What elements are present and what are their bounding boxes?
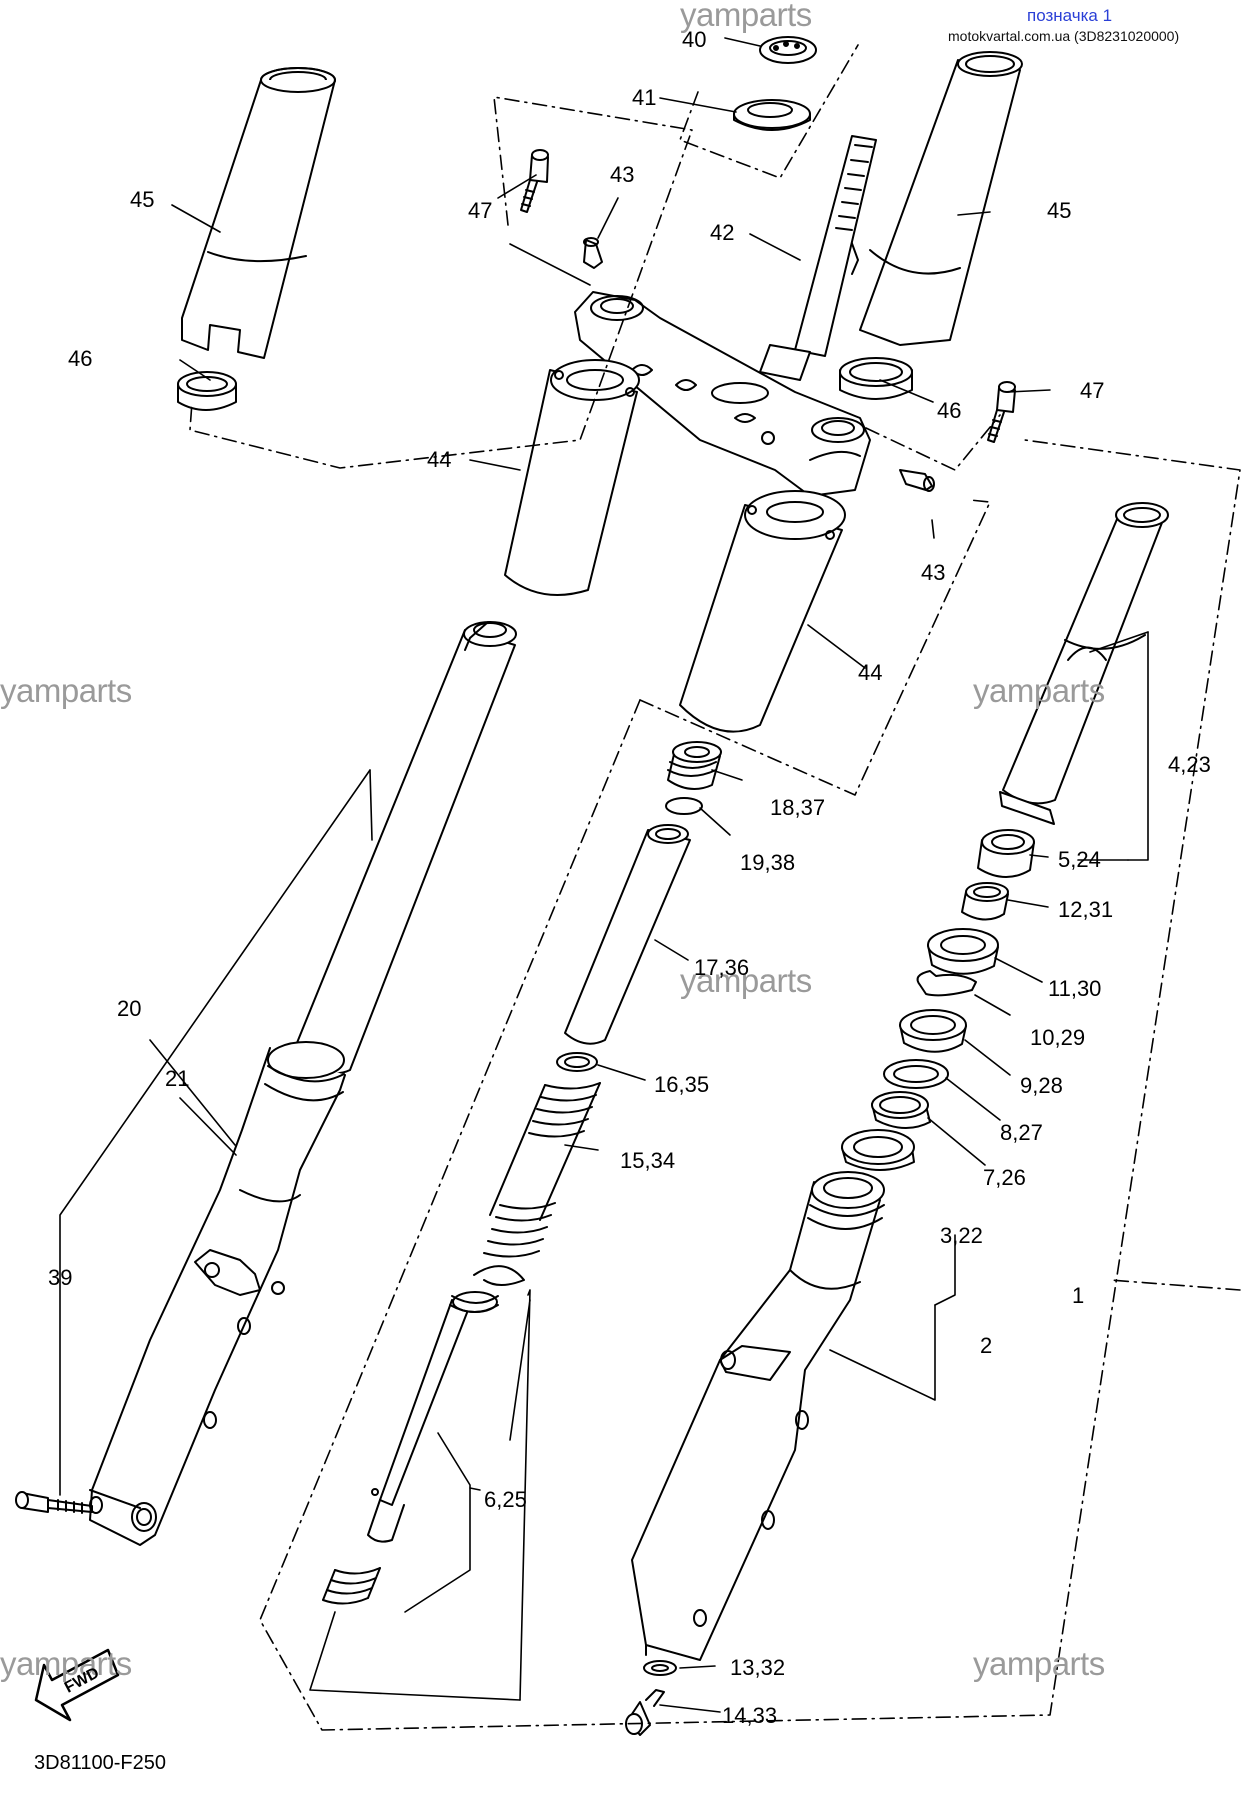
bushing-5 (977, 829, 1035, 878)
callout-45: 45 (130, 187, 155, 212)
fwd-arrow (34, 1648, 120, 1722)
callout-19-38: 19,38 (740, 850, 796, 875)
callout-21: 21 (165, 1066, 190, 1091)
washer-8 (883, 1059, 949, 1089)
callout-2: 2 (980, 1333, 993, 1358)
ring-3 (841, 1129, 915, 1171)
callout-43: 43 (610, 162, 635, 187)
watermark: yamparts (973, 1645, 1105, 1682)
seal-46-right (839, 357, 913, 400)
callout-11-30: 11,30 (1048, 976, 1102, 1001)
bolt-43-right (899, 469, 935, 492)
callout-43: 43 (921, 560, 946, 585)
callout-15-34: 15,34 (620, 1148, 676, 1173)
callout-44: 44 (858, 660, 883, 685)
bolt-47-left (520, 149, 549, 213)
callout-46: 46 (68, 346, 93, 371)
callout-4-23: 4,23 (1168, 752, 1211, 777)
outer-tube-2 (631, 1171, 885, 1661)
callout-12-31: 12,31 (1058, 897, 1114, 922)
inner-tube-4 (999, 502, 1169, 825)
callout-5-24: 5,24 (1058, 847, 1101, 872)
washer-13 (643, 1660, 677, 1676)
callout-18-37: 18,37 (770, 795, 826, 820)
spacer-17 (564, 824, 691, 1045)
header-subtitle: motokvartal.com.ua (3D8231020000) (948, 28, 1180, 44)
clip-10 (916, 970, 977, 997)
damper-rod-6 (367, 1291, 499, 1543)
fork-cover-left (181, 67, 336, 359)
bolt-39 (15, 1491, 93, 1514)
callout-42: 42 (710, 220, 735, 245)
callout-45: 45 (1047, 198, 1072, 223)
bolt-14 (625, 1689, 665, 1736)
seat-11 (927, 928, 999, 975)
callout-6-25: 6,25 (484, 1487, 527, 1512)
piece-12 (961, 882, 1009, 921)
callout-3-22: 3,22 (940, 1223, 983, 1248)
bearing-ring-40 (759, 36, 817, 64)
spacer-tube-44-left (504, 359, 640, 596)
callout-47: 47 (1080, 378, 1105, 403)
steering-stem-42 (759, 135, 877, 381)
cap-bolt-18 (667, 741, 722, 790)
fork-assembly-left (89, 621, 517, 1546)
bolt-43-left (583, 237, 603, 269)
watermark: yamparts (680, 0, 812, 33)
spacer-tube-44-right (679, 490, 846, 733)
circlip (473, 1265, 525, 1286)
spring-small (322, 1567, 381, 1605)
watermark: yamparts (973, 672, 1105, 709)
callout-14-33: 14,33 (722, 1703, 778, 1728)
callout-39: 39 (48, 1265, 73, 1290)
spring-15 (483, 1082, 601, 1258)
bolt-47-right (987, 381, 1016, 443)
header-title: позначка 1 (1027, 6, 1113, 25)
leader-lines (59, 37, 1149, 1713)
watermark: yamparts (0, 672, 132, 709)
callout-40: 40 (682, 27, 707, 52)
washer-41 (733, 99, 811, 131)
o-ring-19 (665, 797, 703, 815)
callout-9-28: 9,28 (1020, 1073, 1063, 1098)
callout-17-36: 17,36 (694, 955, 750, 980)
watermark: yamparts (680, 962, 812, 999)
washer-16 (556, 1052, 598, 1072)
callout-44: 44 (427, 447, 452, 472)
callout-13-32: 13,32 (730, 1655, 786, 1680)
diagram-code: 3D81100-F250 (34, 1752, 166, 1774)
fork-cover-right (849, 51, 1023, 346)
seal-46-left (177, 371, 237, 411)
callout-20: 20 (117, 996, 142, 1021)
watermark: yamparts (0, 1645, 132, 1682)
callout-41: 41 (632, 85, 657, 110)
under-bracket (574, 291, 871, 497)
bushing-7 (871, 1091, 931, 1129)
callout-8-27: 8,27 (1000, 1120, 1043, 1145)
callout-10-29: 10,29 (1030, 1025, 1086, 1050)
callout-7-26: 7,26 (983, 1165, 1026, 1190)
callout-46: 46 (937, 398, 962, 423)
callout-16-35: 16,35 (654, 1072, 710, 1097)
callout-47: 47 (468, 198, 493, 223)
dashed-brackets (189, 44, 1241, 1731)
seal-9 (899, 1009, 967, 1053)
callout-1: 1 (1072, 1283, 1085, 1308)
